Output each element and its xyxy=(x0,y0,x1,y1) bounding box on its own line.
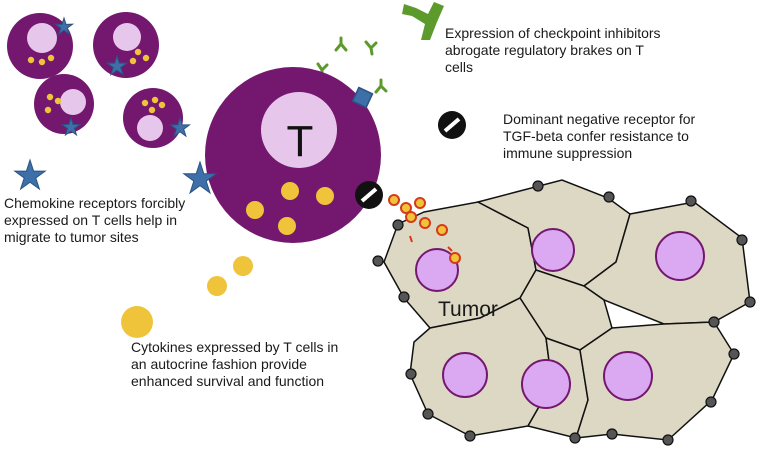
chemokine-receptor-star-icon xyxy=(13,158,47,191)
annotation-line: immune suppression xyxy=(503,145,632,161)
checkpoint-antibody-icon xyxy=(374,78,388,94)
chemokine-receptor-star-icon xyxy=(53,16,75,36)
annotation-line: TGF-beta confer resistance to xyxy=(503,128,689,144)
checkpoint-receptor xyxy=(351,86,374,109)
t-cell-label: T xyxy=(287,117,314,166)
car-binding-sites xyxy=(388,194,461,264)
chemokine-receptor-star-icon xyxy=(105,54,129,76)
annotation-line: cells xyxy=(445,59,473,75)
chemokine-receptor-star-icon xyxy=(169,116,191,138)
checkpoint-antibody-icon xyxy=(364,40,378,56)
chemokine-receptor-star-icon xyxy=(60,116,82,137)
tumor-nucleus xyxy=(415,248,459,292)
binding-mark xyxy=(409,235,413,243)
secreted-cytokine xyxy=(207,276,227,296)
chemokine-receptor-star-icon xyxy=(182,160,218,195)
secreted-cytokine-large xyxy=(121,306,153,338)
annotation-line: enhanced survival and function xyxy=(131,373,324,389)
annotation-cytokines: Cytokines expressed by T cells in an aut… xyxy=(131,339,342,389)
checkpoint-antibody-icon xyxy=(334,36,348,52)
cytokine-granule xyxy=(281,182,299,200)
small-t-cell xyxy=(7,13,75,79)
annotation-line: Cytokines expressed by T cells in xyxy=(131,339,338,355)
annotation-line: an autocrine fashion provide xyxy=(131,356,307,372)
cytokine-granule xyxy=(246,201,264,219)
dominant-negative-receptor-legend-icon xyxy=(438,111,466,139)
annotation-dominant-negative: Dominant negative receptor for TGF-beta … xyxy=(503,111,699,161)
annotation-line: Chemokine receptors forcibly xyxy=(4,195,185,211)
cytokine-granule xyxy=(316,187,334,205)
tumor-label: Tumor xyxy=(438,298,498,321)
annotation-line: abrogate regulatory brakes on T xyxy=(445,42,644,58)
tumor-nucleus xyxy=(655,231,705,281)
secreted-cytokine xyxy=(233,256,253,276)
t-cell: T xyxy=(182,67,383,243)
annotation-chemokine: Chemokine receptors forcibly expressed o… xyxy=(4,195,189,245)
large-antibody-icon xyxy=(402,2,444,40)
annotation-line: migrate to tumor sites xyxy=(4,229,139,245)
annotation-line: Expression of checkpoint inhibitors xyxy=(445,25,661,41)
tumor-nucleus xyxy=(603,351,653,401)
cytokine-granule xyxy=(278,217,296,235)
tumor-cell xyxy=(574,321,735,441)
annotation-checkpoint: Expression of checkpoint inhibitors abro… xyxy=(445,25,664,75)
binding-mark xyxy=(447,246,453,252)
small-t-cell xyxy=(123,88,191,148)
small-t-cell xyxy=(34,74,94,137)
dominant-negative-receptor-icon xyxy=(355,181,383,209)
tumor: Tumor xyxy=(372,179,756,446)
annotation-line: expressed on T cells help in xyxy=(4,212,177,228)
tumor-surface-receptors xyxy=(372,180,756,446)
annotation-line: Dominant negative receptor for xyxy=(503,111,696,127)
tumor-nucleus xyxy=(531,228,575,272)
tumor-nucleus xyxy=(521,359,571,409)
small-t-cell xyxy=(93,12,159,78)
tumor-nucleus xyxy=(442,352,488,398)
